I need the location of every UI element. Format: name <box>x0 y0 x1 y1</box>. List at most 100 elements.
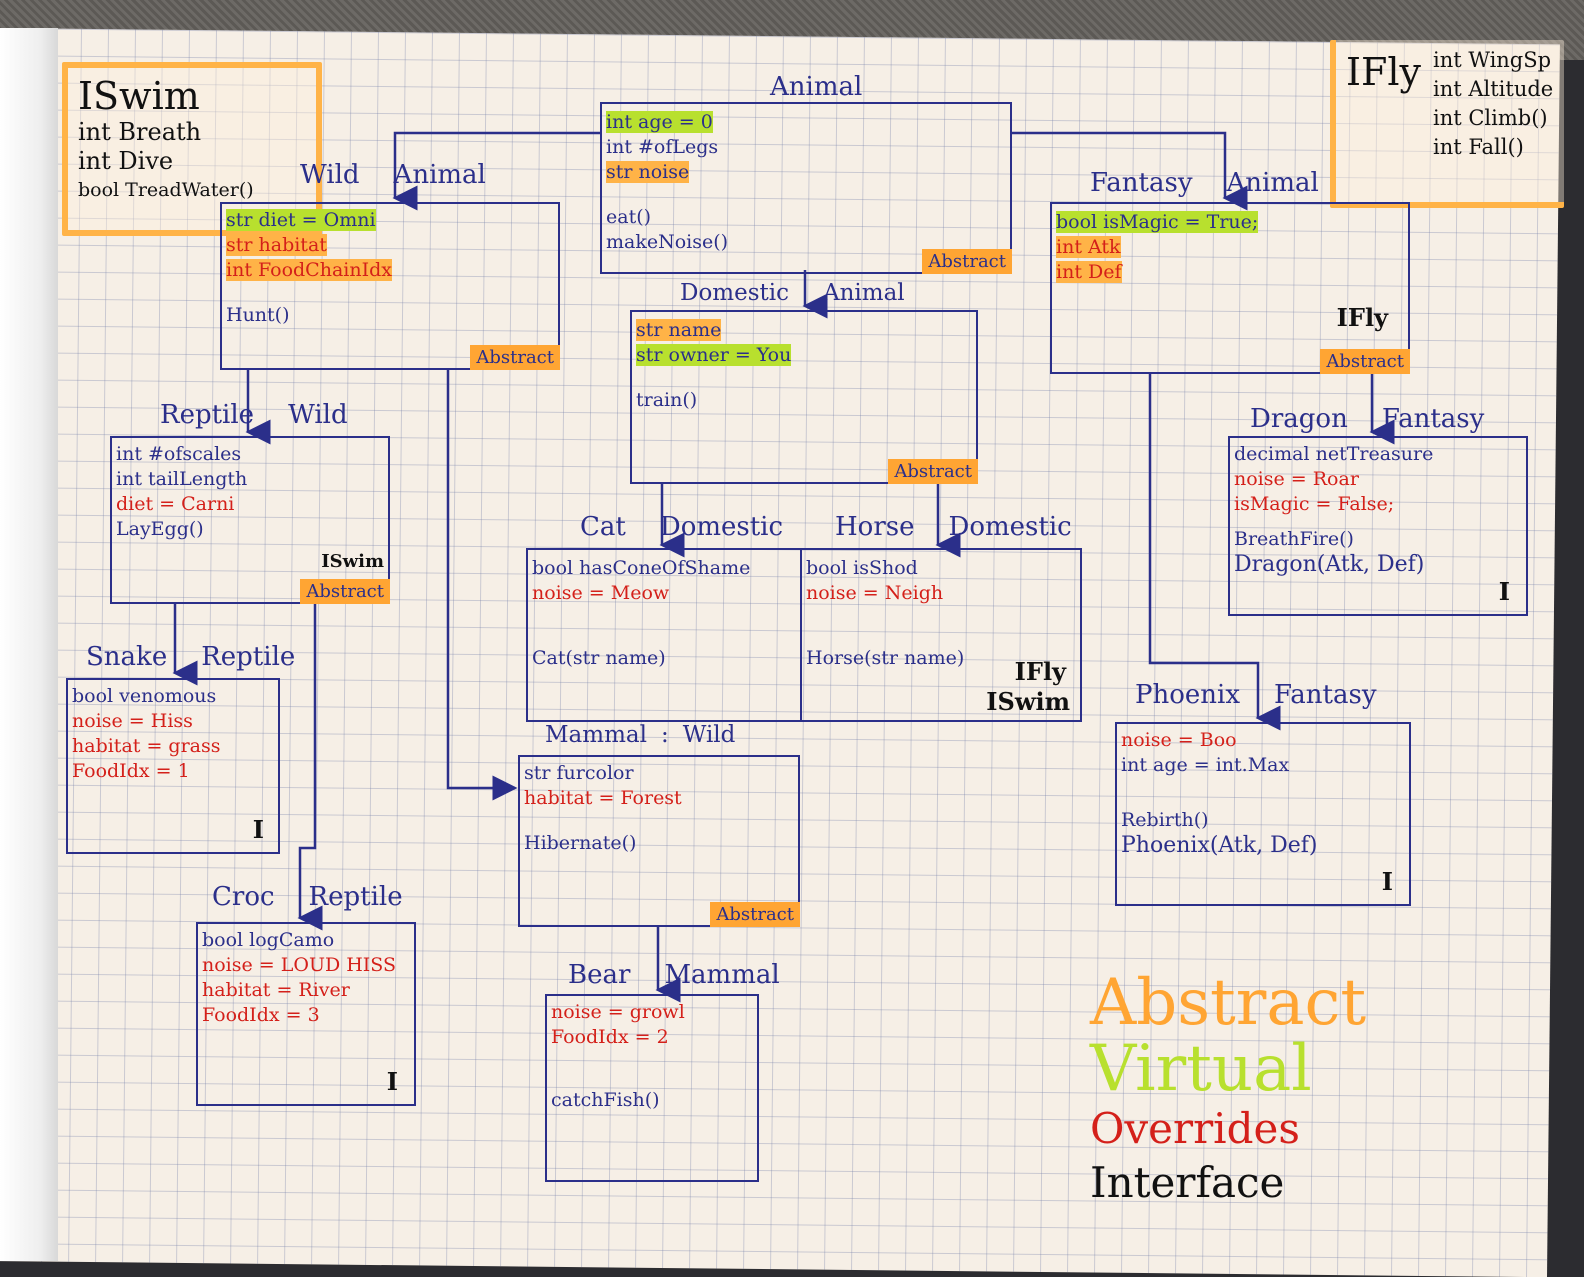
legend: Abstract Virtual Overrides Interface <box>1090 970 1366 1210</box>
iswim-line: int Breath <box>78 118 202 146</box>
phoenix-constructor: Phoenix(Atk, Def) <box>1121 833 1318 858</box>
parent-name: Fantasy <box>1381 404 1485 434</box>
legend-abstract: Abstract <box>1090 966 1367 1040</box>
abstract-tag: Abstract <box>710 902 800 927</box>
ifly-interface-note: IFly int WingSp int Altitude int Climb()… <box>1330 40 1564 208</box>
wild-method: Hunt() <box>226 304 290 326</box>
parent-name: Reptile <box>201 642 296 672</box>
ifly-title: IFly <box>1346 50 1421 94</box>
parent-name: Domestic <box>948 512 1072 542</box>
interface-mark: ISwim <box>986 687 1070 716</box>
class-dragon: decimal netTreasure noise = Roar isMagic… <box>1228 436 1528 616</box>
horse-title: Horse Domestic <box>835 512 1106 542</box>
animal-method: eat() <box>606 206 652 228</box>
interface-mark: I <box>1381 867 1393 896</box>
class-name: Reptile <box>160 400 255 430</box>
class-name: Horse <box>835 512 915 542</box>
fantasy-title: Fantasy Animal <box>1090 168 1353 198</box>
abstract-tag: Abstract <box>300 579 390 604</box>
class-horse: bool isShod noise = Neigh Horse(str name… <box>800 548 1082 722</box>
phoenix-title: Phoenix Fantasy <box>1135 680 1411 710</box>
ifly-line: int Altitude <box>1433 77 1554 101</box>
cat-constructor: Cat(str name) <box>532 647 666 669</box>
phoenix-method: Rebirth() <box>1121 809 1209 831</box>
parent-name: Animal <box>823 280 905 306</box>
bear-field: FoodIdx = 2 <box>551 1026 669 1048</box>
croc-field: noise = LOUD HISS <box>202 954 396 976</box>
reptile-field: int tailLength <box>116 468 248 490</box>
arrow-animal-to-fantasy <box>1010 131 1248 211</box>
class-domestic: str name str owner = You train() Abstrac… <box>630 310 978 484</box>
dragon-method: BreathFire() <box>1234 528 1354 550</box>
parent-name: Wild <box>682 722 736 748</box>
horse-field: bool isShod <box>806 557 918 579</box>
class-name: Fantasy <box>1090 168 1193 198</box>
class-bear: noise = growl FoodIdx = 2 catchFish() <box>545 994 759 1182</box>
arrow-fantasy-to-phoenix <box>1148 373 1281 731</box>
interface-mark: ISwim <box>321 551 384 572</box>
class-name: Phoenix <box>1135 680 1241 710</box>
parent-name: Mammal <box>664 960 780 990</box>
dragon-field: decimal netTreasure <box>1234 443 1434 465</box>
class-name: Dragon <box>1250 404 1348 434</box>
fantasy-field: bool isMagic = True; <box>1056 211 1259 233</box>
class-name: Cat <box>580 512 626 542</box>
ifly-line: int WingSp <box>1433 48 1552 72</box>
legend-interface: Interface <box>1090 1158 1285 1207</box>
parent-name: Animal <box>393 160 486 190</box>
parent-name: Domestic <box>659 512 784 542</box>
class-name: Mammal <box>545 722 647 748</box>
class-mammal: str furcolor habitat = Forest Hibernate(… <box>518 755 800 927</box>
iswim-line: bool TreadWater() <box>78 179 254 201</box>
notebook-spine <box>0 28 58 1261</box>
parent-name: Fantasy <box>1274 680 1377 710</box>
animal-method: makeNoise() <box>606 231 729 253</box>
interface-mark: I <box>386 1067 398 1096</box>
legend-virtual: Virtual <box>1090 1032 1312 1106</box>
class-name: Bear <box>568 960 631 990</box>
reptile-method: LayEgg() <box>116 518 204 540</box>
class-wild: str diet = Omni str habitat int FoodChai… <box>220 202 560 370</box>
wild-field: str diet = Omni <box>226 209 376 231</box>
iswim-title: ISwim <box>78 74 200 118</box>
abstract-tag: Abstract <box>1320 349 1410 374</box>
fantasy-field: int Atk <box>1056 236 1121 258</box>
wild-field: str habitat <box>226 234 327 256</box>
mammal-field: habitat = Forest <box>524 787 682 809</box>
animal-field: int age = 0 <box>606 111 713 133</box>
animal-title: Animal <box>770 72 863 102</box>
cat-field: noise = Meow <box>532 582 670 604</box>
parent-name: Animal <box>1226 168 1319 198</box>
croc-field: habitat = River <box>202 979 350 1001</box>
class-name: Croc <box>212 882 275 912</box>
cat-field: bool hasConeOfShame <box>532 557 751 579</box>
inherits-separator: : <box>660 722 669 748</box>
interface-mark: IFly <box>1336 303 1388 332</box>
class-animal: int age = 0 int #ofLegs str noise eat() … <box>600 102 1012 274</box>
class-snake: bool venomous noise = Hiss habitat = gra… <box>66 678 280 854</box>
fantasy-field: int Def <box>1056 261 1122 283</box>
arrow-wild-to-mammal <box>446 370 518 801</box>
mammal-field: str furcolor <box>524 762 634 784</box>
bear-method: catchFish() <box>551 1089 660 1111</box>
horse-field: noise = Neigh <box>806 582 944 604</box>
animal-field: str noise <box>606 161 690 183</box>
interface-mark: I <box>1498 577 1510 606</box>
abstract-tag: Abstract <box>470 345 560 370</box>
class-fantasy: bool isMagic = True; int Atk int Def IFl… <box>1050 202 1410 374</box>
mammal-title: Mammal: Wild <box>545 722 769 748</box>
abstract-tag: Abstract <box>888 459 978 484</box>
snake-field: FoodIdx = 1 <box>72 760 190 782</box>
class-cat: bool hasConeOfShame noise = Meow Cat(str… <box>526 548 802 722</box>
snake-field: bool venomous <box>72 685 217 707</box>
snake-field: habitat = grass <box>72 735 221 757</box>
animal-field: int #ofLegs <box>606 136 719 158</box>
arrow-reptile-to-croc <box>297 604 323 931</box>
croc-field: bool logCamo <box>202 929 335 951</box>
interface-mark: I <box>252 815 264 844</box>
